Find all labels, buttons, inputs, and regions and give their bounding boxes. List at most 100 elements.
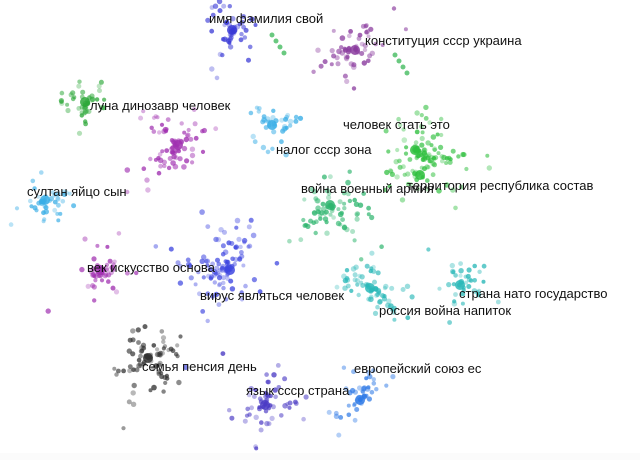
cluster-center [173,140,183,150]
data-point [354,407,360,412]
data-point [239,290,244,295]
data-point [227,3,232,9]
cluster-center [355,395,365,405]
data-point [127,368,133,374]
data-point [453,205,458,211]
data-point [481,279,486,284]
data-point [463,280,469,285]
data-point [99,278,105,283]
data-point [414,155,419,161]
data-point [419,124,424,129]
data-point [395,147,400,153]
data-point [8,222,14,227]
data-point [151,129,157,134]
data-point [76,83,82,89]
data-point [210,12,216,18]
data-point [138,115,144,121]
data-point [364,29,369,35]
data-point [382,294,387,299]
data-point [389,171,395,177]
data-point [326,194,332,201]
data-point [216,302,222,307]
data-point [279,139,284,145]
data-point [213,236,219,243]
data-point [234,217,241,224]
data-point [222,249,229,255]
data-point [274,261,280,266]
data-point [52,192,57,198]
data-point [353,264,359,270]
data-point [359,280,364,285]
data-point [212,3,219,9]
data-point [112,259,117,264]
data-point [251,277,257,283]
data-point [157,130,162,135]
data-point [397,158,402,164]
data-point [373,41,379,47]
data-point [277,44,283,50]
data-point [287,405,292,410]
data-point [266,379,271,385]
cluster-points [45,231,139,314]
data-point [36,194,41,199]
data-point [322,59,328,65]
data-point [486,165,492,171]
data-point [151,115,157,120]
data-point [201,275,206,280]
data-point [178,334,183,339]
data-point [386,298,392,304]
data-point [242,35,248,40]
data-point [130,390,136,396]
data-point [205,17,211,23]
data-point [341,273,347,280]
cluster-points [112,324,183,431]
data-point [229,415,235,421]
data-point [456,154,461,159]
data-point [403,151,409,156]
data-point [349,387,356,394]
data-point [55,211,60,216]
data-point [436,151,441,156]
data-point [179,121,184,126]
data-point [413,140,419,145]
cluster-points [287,169,384,262]
data-point [313,230,318,236]
data-point [444,182,450,188]
cluster-center [260,400,270,410]
data-point [138,348,144,354]
data-point [95,243,100,248]
data-point [130,328,136,334]
data-point [121,426,126,431]
data-point [343,386,349,391]
data-point [282,403,288,409]
data-point [148,388,153,393]
data-point [460,301,465,306]
data-point [127,364,133,369]
data-point [201,254,207,260]
data-point [151,384,157,391]
data-point [32,186,37,191]
data-point [144,177,150,183]
data-point [200,309,206,314]
data-point [83,121,88,127]
data-point [260,144,267,151]
data-point [199,209,205,215]
data-point [90,283,96,289]
data-point [419,135,425,142]
data-point [422,166,427,172]
data-point [372,310,379,316]
data-point [163,129,169,134]
data-point [423,104,429,111]
cluster-center [410,145,420,155]
data-point [397,164,403,170]
cluster-points [383,142,456,193]
data-point [392,52,398,58]
cluster-points [205,0,287,81]
data-point [334,55,340,61]
data-point [191,107,197,112]
data-point [329,62,334,67]
data-point [209,66,215,72]
data-point [243,27,249,33]
data-point [247,44,253,50]
data-point [350,229,356,234]
